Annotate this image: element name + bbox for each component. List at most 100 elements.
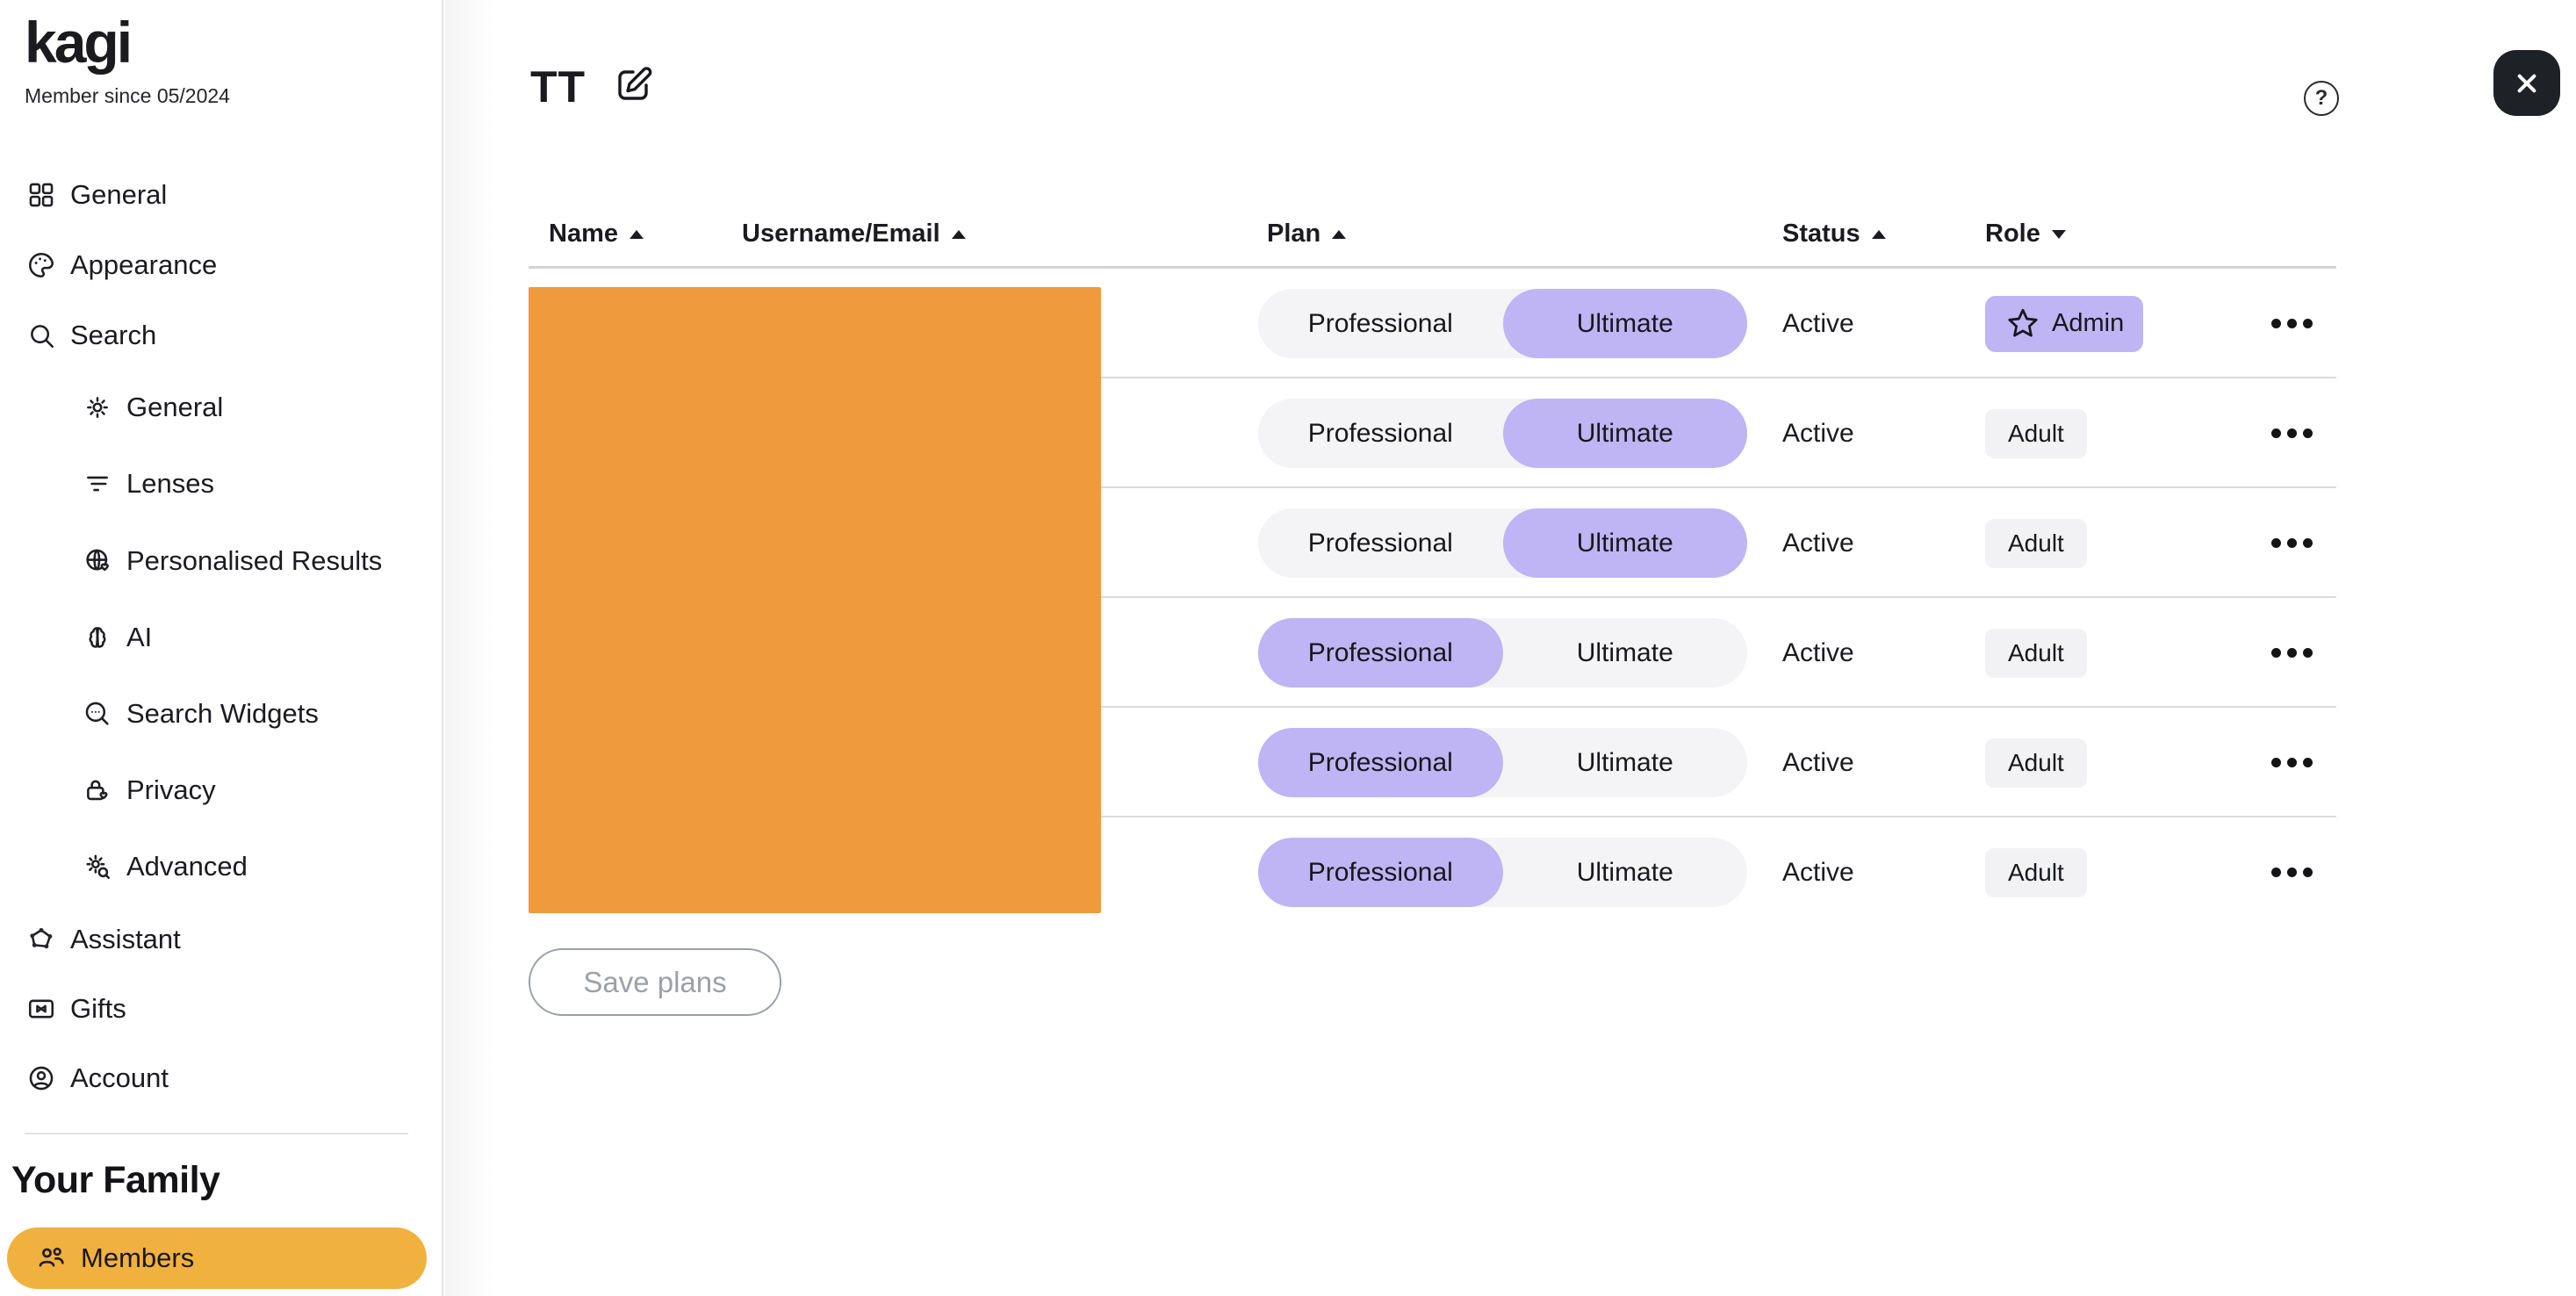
help-button[interactable]: ? [2304,81,2339,116]
column-header-name[interactable]: Name [549,202,644,266]
column-header-status[interactable]: Status [1782,202,1886,266]
member-since-text: Member since 05/2024 [25,84,230,107]
role-badge: Adult [1985,628,2087,678]
sidebar-item-label: Account [70,1062,169,1093]
globe-heart-icon [83,546,112,576]
search-widgets-icon [83,699,112,729]
sidebar-item-search[interactable]: Search [0,316,443,355]
sidebar-item-label: Advanced [126,851,248,882]
plan-option-ultimate[interactable]: Ultimate [1502,508,1747,578]
sidebar-item-label: Lenses [126,468,214,499]
sidebar-item-label: Appearance [70,249,218,280]
row-menu-button[interactable] [2260,488,2323,598]
role-label: Adult [2008,638,2064,666]
plan-option-ultimate[interactable]: Ultimate [1502,399,1747,468]
sort-asc-icon [1871,229,1886,239]
family-section-heading: Your Family [11,1159,220,1201]
sidebar-item-personalised-results[interactable]: Personalised Results [0,542,443,580]
column-label: Role [1985,220,2040,248]
status-text: Active [1782,418,1854,448]
sidebar-item-general[interactable]: General [0,176,443,214]
status-text: Active [1782,857,1854,887]
kagi-logo: kagi [25,10,133,75]
role-label: Adult [2008,748,2064,776]
plan-option-professional[interactable]: Professional [1258,838,1503,907]
sidebar-divider [25,1133,408,1134]
sidebar-item-appearance[interactable]: Appearance [0,246,443,284]
role-badge: Adult [1985,847,2087,897]
plan-option-professional[interactable]: Professional [1258,289,1503,358]
gear-search-icon [83,852,112,882]
palette-icon [26,250,56,280]
brain-icon [83,623,112,652]
sidebar-item-advanced[interactable]: Advanced [0,847,443,886]
column-header-plan[interactable]: Plan [1267,202,1347,266]
sidebar-item-members[interactable]: Members [7,1228,427,1289]
role-badge: Adult [1985,518,2087,568]
row-menu-button[interactable] [2260,598,2323,708]
role-cell: Adult [1985,598,2087,708]
role-cell: Admin [1985,269,2144,378]
status-text: Active [1782,637,1854,667]
role-badge: Adult [1985,738,2087,788]
plan-option-ultimate[interactable]: Ultimate [1503,838,1748,907]
sidebar-item-ai[interactable]: AI [0,618,443,657]
sidebar-item-gifts[interactable]: Gifts [0,990,443,1028]
plan-option-professional[interactable]: Professional [1258,508,1503,578]
sort-asc-icon [630,229,644,239]
plan-option-professional[interactable]: Professional [1258,399,1503,468]
sidebar-item-general[interactable]: General [0,388,443,427]
plan-option-professional[interactable]: Professional [1258,728,1503,797]
plan-option-ultimate[interactable]: Ultimate [1503,618,1748,688]
row-menu-button[interactable] [2260,378,2323,488]
role-label: Adult [2008,858,2064,886]
lock-heart-icon [83,775,112,805]
sidebar-item-assistant[interactable]: Assistant [0,920,443,959]
status-text: Active [1782,528,1854,558]
sort-asc-icon [1332,229,1347,239]
plan-option-ultimate[interactable]: Ultimate [1503,728,1748,797]
sidebar-item-privacy[interactable]: Privacy [0,771,443,810]
sidebar-item-search-widgets[interactable]: Search Widgets [0,695,443,733]
plan-option-professional[interactable]: Professional [1258,618,1503,688]
role-badge: Adult [1985,408,2087,458]
column-header-role[interactable]: Role [1985,202,2066,266]
close-button[interactable] [2493,50,2560,116]
sidebar-edge-shade [445,0,494,1296]
edit-title-button[interactable] [612,63,656,107]
role-cell: Adult [1985,488,2087,598]
row-menu-button[interactable] [2260,269,2323,378]
plan-option-ultimate[interactable]: Ultimate [1502,289,1747,358]
save-plans-button[interactable]: Save plans [529,948,781,1016]
redacted-name-email-block [529,287,1101,913]
table-header-row: Name Username/Email Plan Status Role [529,202,2336,269]
role-cell: Adult [1985,378,2087,488]
sidebar-item-label: Search Widgets [126,698,319,729]
sidebar-item-label: AI [126,622,153,652]
filter-lines-icon [83,469,112,499]
role-label: Adult [2008,419,2064,447]
column-header-username-email[interactable]: Username/Email [742,202,966,266]
sidebar-item-lenses[interactable]: Lenses [0,464,443,503]
sidebar-item-account[interactable]: Account [0,1059,443,1098]
column-label: Plan [1267,220,1321,248]
column-label: Username/Email [742,220,940,248]
sort-desc-icon [2051,229,2066,239]
page-title: TT [530,62,586,112]
row-menu-button[interactable] [2260,708,2323,817]
question-mark-icon: ? [2314,86,2328,110]
sort-asc-icon [951,229,966,239]
role-label: Adult [2008,529,2064,557]
row-menu-button[interactable] [2260,817,2323,927]
grid-icon [26,180,56,210]
